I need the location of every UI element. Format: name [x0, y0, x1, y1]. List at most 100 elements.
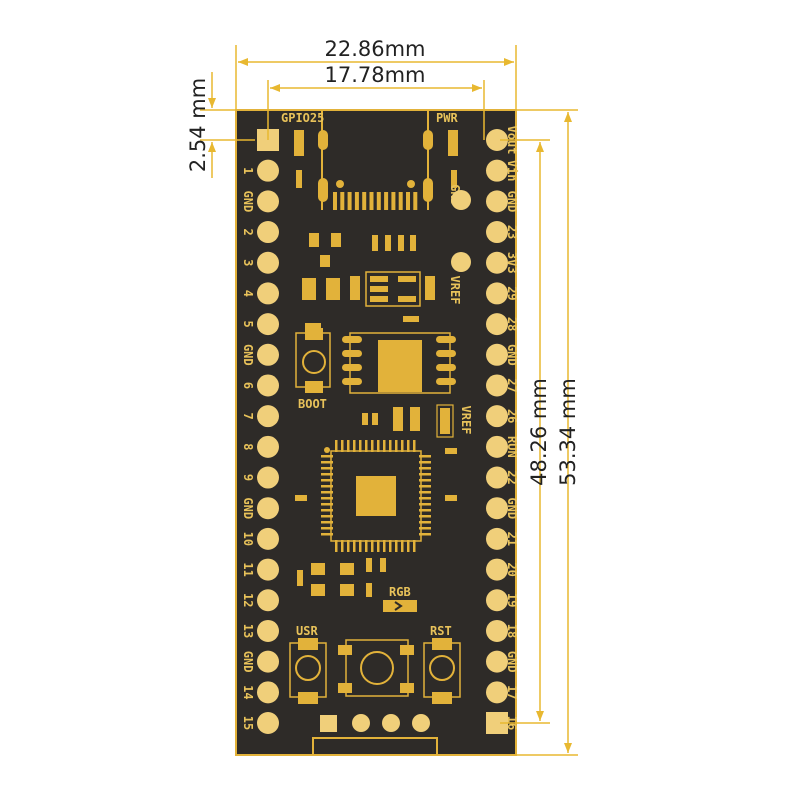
- mcu-pin: [419, 515, 431, 518]
- usb-pin: [376, 192, 381, 210]
- right-pin-label: 20: [505, 562, 519, 576]
- mcu-pin: [371, 540, 374, 552]
- mcu-pin: [389, 440, 392, 452]
- right-pin-label: 23: [505, 225, 519, 239]
- right-pin-label: RUN: [505, 436, 519, 458]
- usr-label: USR: [296, 624, 318, 638]
- right-pin-label: 28: [505, 317, 519, 331]
- right-pin-pad: [486, 527, 508, 550]
- mcu-pin: [383, 540, 386, 552]
- right-pin-pad: [486, 343, 508, 366]
- mcu-pin: [353, 440, 356, 452]
- left-pin-label: 5: [241, 320, 255, 327]
- boot-button[interactable]: [295, 328, 331, 393]
- mcu-pin: [419, 497, 431, 500]
- right-pin-pad: [486, 251, 508, 274]
- left-pin-pad: [257, 190, 279, 213]
- mcu-pin: [419, 527, 431, 530]
- user-button[interactable]: [289, 638, 327, 704]
- right-pin-pad: [486, 466, 508, 489]
- inner-vref-pad: [451, 252, 471, 272]
- mcu-pin: [407, 540, 410, 552]
- usb-connector: [318, 110, 433, 210]
- mcu-pin: [419, 461, 431, 464]
- left-pin-pad: [257, 650, 279, 673]
- mcu-pin: [377, 540, 380, 552]
- left-pin-pad: [257, 466, 279, 489]
- right-pin-label: GND: [505, 191, 519, 213]
- mcu-pin: [401, 540, 404, 552]
- right-pin-pad: [486, 558, 508, 581]
- reset-button[interactable]: [423, 638, 461, 704]
- left-pin-label: GND: [241, 344, 255, 366]
- mcu-pin: [419, 467, 431, 470]
- mcu-pin: [347, 440, 350, 452]
- mcu-pin: [401, 440, 404, 452]
- mcu-pin: [341, 440, 344, 452]
- left-pin-pad: [257, 282, 279, 305]
- left-pin-label: 12: [241, 593, 255, 607]
- right-pin-pad: [486, 619, 508, 642]
- usb-pin: [347, 192, 352, 210]
- mcu-pin: [321, 467, 333, 470]
- mcu-pin: [419, 521, 431, 524]
- mcu-pin: [321, 497, 333, 500]
- resistor: [296, 170, 302, 188]
- left-pin-label: GND: [241, 497, 255, 519]
- right-pin-label: 17: [505, 685, 519, 699]
- left-pin-label: 14: [241, 685, 255, 699]
- rgb-led-component: [338, 600, 417, 697]
- width-inner-label: 17.78mm: [324, 63, 425, 87]
- right-pin-label: GND: [505, 497, 519, 519]
- left-pin-label: 11: [241, 562, 255, 576]
- left-pin-label: 4: [241, 290, 255, 297]
- left-pin-pad: [257, 712, 279, 734]
- usb-pin: [398, 192, 403, 210]
- mcu-pin: [321, 461, 333, 464]
- vref-jumper-label: VREF: [459, 406, 473, 435]
- crystal-area: [295, 316, 457, 597]
- width-outer-label: 22.86mm: [324, 37, 425, 61]
- right-pin-pad: [486, 129, 508, 151]
- right-pin-pad: [486, 589, 508, 612]
- right-pin-pad: [486, 650, 508, 673]
- mcu-pin: [353, 540, 356, 552]
- rgb-label: RGB: [389, 585, 411, 599]
- right-pin-pad: [486, 159, 508, 182]
- mcu-pin: [321, 521, 333, 524]
- mcu-pin: [383, 440, 386, 452]
- boot-label: BOOT: [298, 397, 327, 411]
- mcu-pin: [395, 540, 398, 552]
- right-pin-label: 21: [505, 532, 519, 546]
- usb-pin: [333, 192, 337, 210]
- rp2040-chip: [321, 440, 431, 552]
- left-pin-label: GND: [241, 651, 255, 673]
- mcu-pin: [359, 440, 362, 452]
- left-pin-pad: [257, 435, 279, 458]
- left-pin-label: 2: [241, 228, 255, 235]
- rst-label: RST: [430, 624, 452, 638]
- mcu-pin: [335, 440, 338, 452]
- mcu-pin: [321, 503, 333, 506]
- left-pin-label: 15: [241, 716, 255, 730]
- dimension-lines: [200, 45, 578, 756]
- left-pin-pad: [257, 343, 279, 366]
- mcu-pin: [419, 533, 431, 536]
- right-pin-pad: [486, 497, 508, 520]
- left-pin-pad: [257, 589, 279, 612]
- right-pin-pad: [486, 435, 508, 458]
- debug-header: [312, 714, 438, 756]
- mcu-pin: [377, 440, 380, 452]
- usb-pin: [391, 192, 396, 210]
- left-pin-pad: [257, 313, 279, 336]
- left-pin-pad: [257, 405, 279, 428]
- left-pin-pad: [257, 497, 279, 520]
- left-pin-pad: [257, 619, 279, 642]
- left-pin-pad: [257, 527, 279, 550]
- mcu-pin: [347, 540, 350, 552]
- left-pin-pad: [257, 374, 279, 397]
- right-pin-label: 27: [505, 378, 519, 392]
- usb-pin: [354, 192, 359, 210]
- right-pin-label: 18: [505, 624, 519, 638]
